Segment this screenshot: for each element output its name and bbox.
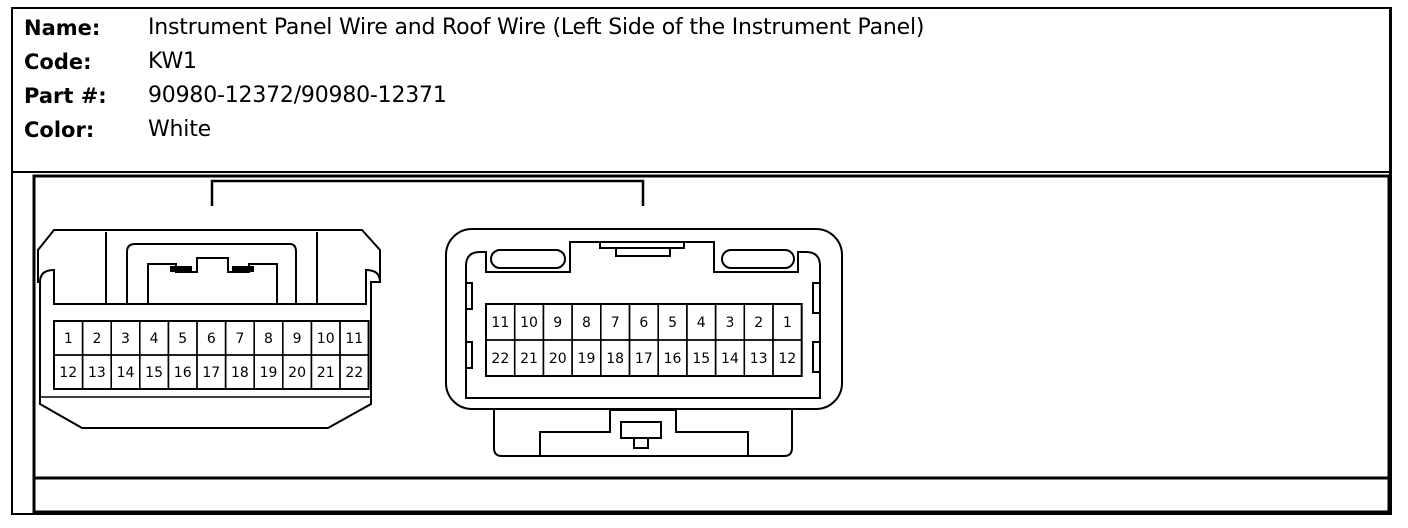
pin-number: 6 xyxy=(207,331,216,347)
pin-number: 13 xyxy=(88,365,106,381)
part-label: Part #: xyxy=(24,84,107,108)
color-label: Color: xyxy=(24,118,95,142)
left-connector-guides xyxy=(105,232,318,304)
pin-number: 9 xyxy=(553,315,562,331)
pin-number: 22 xyxy=(345,365,363,381)
pin-number: 3 xyxy=(725,315,734,331)
right-connector-lock-tab xyxy=(633,437,649,449)
diagram-box xyxy=(32,174,1391,514)
pin-number: 8 xyxy=(582,315,591,331)
view-bracket xyxy=(210,179,645,206)
pin-number: 7 xyxy=(235,331,244,347)
pin-number: 7 xyxy=(611,315,620,331)
pin-number: 12 xyxy=(778,351,796,367)
pin-number: 1 xyxy=(783,315,792,331)
left-connector-latch xyxy=(147,257,278,304)
pin-number: 4 xyxy=(150,331,159,347)
left-connector-shoulder xyxy=(39,268,381,305)
right-connector-lock xyxy=(539,409,749,456)
pin-number: 22 xyxy=(491,351,509,367)
left-connector-latch-tab xyxy=(170,266,192,272)
right-connector-lock-button xyxy=(620,421,662,439)
pin-number: 19 xyxy=(260,365,278,381)
pin-number: 14 xyxy=(117,365,135,381)
left-connector-body xyxy=(37,229,381,429)
pin-cell xyxy=(339,354,370,390)
pin-number: 21 xyxy=(317,365,335,381)
pin-number: 14 xyxy=(721,351,739,367)
part-value: 90980-12372/90980-12371 xyxy=(148,83,447,108)
pin-number: 11 xyxy=(345,331,363,347)
right-connector-guide-right-top xyxy=(812,282,821,314)
pin-number: 10 xyxy=(317,331,335,347)
pin-number: 11 xyxy=(491,315,509,331)
pin-number: 17 xyxy=(635,351,653,367)
pin-number: 4 xyxy=(697,315,706,331)
pin-number: 9 xyxy=(293,331,302,347)
pin-number: 17 xyxy=(202,365,220,381)
right-connector-guide-left-top xyxy=(465,282,473,310)
right-connector-slot-left xyxy=(490,249,566,269)
pin-number: 12 xyxy=(59,365,77,381)
pin-number: 20 xyxy=(549,351,567,367)
pin-number: 16 xyxy=(174,365,192,381)
pin-number: 20 xyxy=(288,365,306,381)
right-connector-key-tab xyxy=(615,247,671,257)
right-connector-slot-right xyxy=(721,249,795,269)
pin-number: 19 xyxy=(578,351,596,367)
pin-cell xyxy=(772,339,803,377)
pin-number: 3 xyxy=(121,331,130,347)
right-connector-guide-right-bottom xyxy=(812,341,821,373)
pin-number: 10 xyxy=(520,315,538,331)
name-label: Name: xyxy=(24,16,101,40)
pin-number: 2 xyxy=(92,331,101,347)
pin-number: 6 xyxy=(639,315,648,331)
pin-number: 1 xyxy=(64,331,73,347)
right-connector-lock-housing xyxy=(493,409,793,457)
name-value: Instrument Panel Wire and Roof Wire (Lef… xyxy=(148,15,925,40)
code-value: KW1 xyxy=(148,49,197,74)
right-connector-face xyxy=(465,241,821,399)
color-value: White xyxy=(148,117,211,142)
pin-number: 13 xyxy=(750,351,768,367)
pin-number: 2 xyxy=(754,315,763,331)
pin-number: 15 xyxy=(692,351,710,367)
pin-number: 18 xyxy=(606,351,624,367)
code-label: Code: xyxy=(24,50,92,74)
pin-number: 18 xyxy=(231,365,249,381)
pin-number: 5 xyxy=(668,315,677,331)
right-connector-guide-left-bottom xyxy=(465,341,473,369)
pin-number: 16 xyxy=(664,351,682,367)
pin-number: 15 xyxy=(145,365,163,381)
left-connector-latch-housing xyxy=(126,243,297,304)
left-connector-latch-tab xyxy=(232,266,254,272)
pin-number: 21 xyxy=(520,351,538,367)
pin-number: 5 xyxy=(178,331,187,347)
pin-number: 8 xyxy=(264,331,273,347)
